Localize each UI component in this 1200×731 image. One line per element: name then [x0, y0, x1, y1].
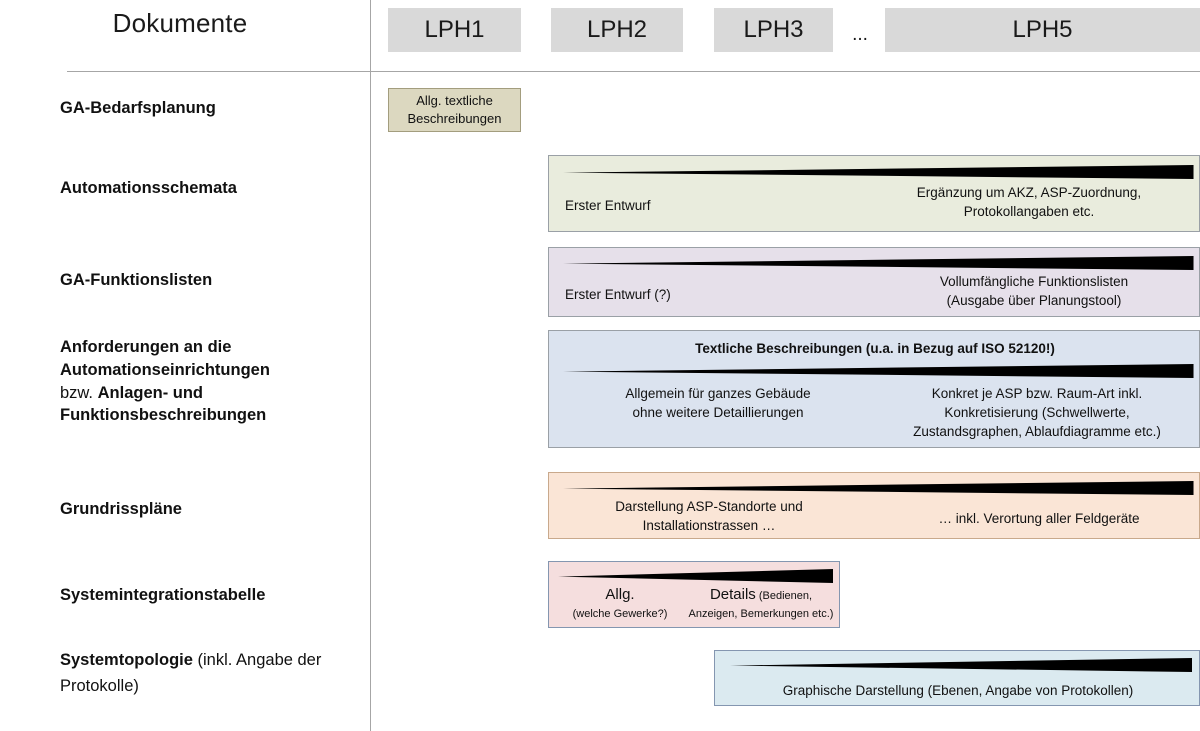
- bar-anforderungen-right-text: Konkret je ASP bzw. Raum-Art inkl. Konkr…: [879, 384, 1195, 441]
- bar-ga-bedarfsplanung-text: Allg. textliche Beschreibungen: [408, 92, 502, 127]
- bedarfsplanung-line-2: Beschreibungen: [407, 111, 502, 126]
- automationsschemata-right-line-2: Protokollangaben etc.: [963, 204, 1095, 220]
- bar-automationsschemata-left-text: Erster Entwurf: [565, 198, 651, 213]
- anforderungen-right-line-3: Zustandsgraphen, Ablaufdiagramme etc.): [913, 424, 1161, 440]
- bar-automationsschemata: Erster Entwurf Ergänzung um AKZ, ASP-Zuo…: [548, 155, 1200, 232]
- anforderungen-line-3: Anlagen- und: [97, 383, 204, 402]
- bar-grundrissplaene-left-text: Darstellung ASP-Standorte und Installati…: [569, 497, 849, 535]
- bar-systemintegrationstabelle: Allg. (welche Gewerke?) Details (Bediene…: [548, 561, 840, 628]
- bar-systemintegrationstabelle-right-text: Details (Bedienen, Anzeigen, Bemerkungen…: [685, 586, 837, 622]
- grundrissplaene-left-line-1: Darstellung ASP-Standorte und: [615, 499, 803, 514]
- bar-automationsschemata-right-text: Ergänzung um AKZ, ASP-Zuordnung, Protoko…: [869, 183, 1189, 221]
- bar-ga-funktionslisten-right-text: Vollumfängliche Funktionslisten (Ausgabe…: [879, 272, 1189, 310]
- phase-header-lph5: LPH5: [885, 8, 1200, 52]
- row-label-automationsschemata: Automationsschemata: [60, 179, 237, 197]
- anforderungen-right-line-1: Konkret je ASP bzw. Raum-Art inkl.: [931, 386, 1143, 401]
- anforderungen-line-4: Funktionsbeschreibungen: [60, 406, 267, 425]
- automationsschemata-right-line-1: Ergänzung um AKZ, ASP-Zuordnung,: [916, 185, 1142, 200]
- bar-ga-funktionslisten-left-text: Erster Entwurf (?): [565, 287, 671, 302]
- growth-wedge-icon: [557, 569, 834, 583]
- funktionslisten-right-line-2: (Ausgabe über Planungstool): [946, 293, 1122, 309]
- phase-header-lph1: LPH1: [388, 8, 521, 52]
- anforderungen-left-line-2: ohne weitere Detaillierungen: [632, 405, 804, 421]
- funktionslisten-right-line-1: Vollumfängliche Funktionslisten: [939, 274, 1129, 289]
- row-label-grundrissplaene: Grundrisspläne: [60, 500, 182, 518]
- row-label-ga-bedarfsplanung: GA-Bedarfsplanung: [60, 99, 216, 117]
- phase-header-lph2-label: LPH2: [586, 16, 648, 43]
- row-label-systemtopologie: Systemtopologie (inkl. Angabe der Protok…: [60, 648, 360, 699]
- bar-ga-bedarfsplanung: Allg. textliche Beschreibungen: [388, 88, 521, 132]
- phase-header-lph2: LPH2: [551, 8, 683, 52]
- growth-wedge-icon: [563, 165, 1194, 179]
- header-divider-horizontal: [67, 71, 1200, 72]
- row-label-ga-funktionslisten: GA-Funktionslisten: [60, 271, 213, 289]
- bar-systemtopologie-text: Graphische Darstellung (Ebenen, Angabe v…: [782, 683, 1134, 698]
- growth-wedge-icon: [729, 658, 1192, 672]
- systemintegration-right-small-line-2: Anzeigen, Bemerkungen etc.): [688, 607, 834, 620]
- anforderungen-line-2: Automationseinrichtungen: [60, 360, 270, 379]
- bar-anforderungen-left-text: Allgemein für ganzes Gebäude ohne weiter…: [573, 384, 863, 422]
- systemintegration-left-small: (welche Gewerke?): [572, 607, 668, 620]
- bar-anforderungen: Textliche Beschreibungen (u.a. in Bezug …: [548, 330, 1200, 448]
- column-divider-vertical: [370, 0, 371, 731]
- growth-wedge-icon: [563, 364, 1194, 378]
- anforderungen-left-line-1: Allgemein für ganzes Gebäude: [625, 386, 811, 401]
- bar-grundrissplaene: Darstellung ASP-Standorte und Installati…: [548, 472, 1200, 539]
- bar-systemtopologie: Graphische Darstellung (Ebenen, Angabe v…: [714, 650, 1200, 706]
- growth-wedge-icon: [563, 481, 1194, 495]
- phase-header-lph3-label: LPH3: [743, 16, 804, 43]
- anforderungen-right-line-2: Konkretisierung (Schwellwerte,: [944, 405, 1130, 421]
- bar-ga-funktionslisten: Erster Entwurf (?) Vollumfängliche Funkt…: [548, 247, 1200, 317]
- page-title: Dokumente: [112, 8, 248, 38]
- anforderungen-line-1: Anforderungen an die: [60, 338, 232, 356]
- phase-header-lph3: LPH3: [714, 8, 833, 52]
- phase-header-ellipsis: ...: [852, 24, 868, 45]
- row-label-systemintegrationstabelle: Systemintegrationstabelle: [60, 586, 266, 604]
- phase-header-lph1-label: LPH1: [424, 16, 485, 43]
- systemtopologie-rest: (inkl. Angabe der Protokolle): [60, 651, 322, 695]
- anforderungen-bzw: bzw.: [60, 383, 98, 402]
- row-label-anforderungen: Anforderungen an die Automationseinricht…: [60, 336, 360, 427]
- bar-systemintegrationstabelle-left-text: Allg. (welche Gewerke?): [555, 586, 685, 622]
- systemintegration-right-big: Details: [709, 586, 756, 603]
- bar-grundrissplaene-right-text: … inkl. Verortung aller Feldgeräte: [938, 511, 1140, 526]
- bedarfsplanung-line-1: Allg. textliche: [416, 93, 493, 109]
- phase-header-lph5-label: LPH5: [1012, 16, 1073, 43]
- bar-anforderungen-title: Textliche Beschreibungen (u.a. in Bezug …: [695, 341, 1055, 356]
- systemtopologie-bold: Systemtopologie: [60, 651, 193, 669]
- grundrissplaene-left-line-2: Installationstrassen …: [642, 518, 776, 534]
- systemintegration-left-big: Allg.: [605, 586, 635, 603]
- systemintegration-right-small-inline: (Bedienen,: [755, 590, 813, 602]
- growth-wedge-icon: [563, 256, 1194, 270]
